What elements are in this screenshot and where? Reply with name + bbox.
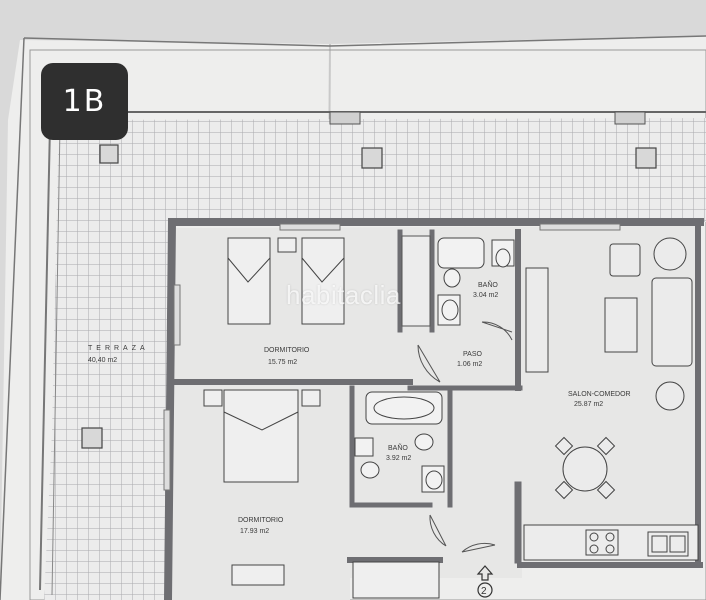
- planter: [81, 427, 103, 449]
- facade-column: [329, 111, 361, 125]
- bath-1-area: 3.04 m2: [473, 292, 498, 299]
- bath-2-fixtures: [354, 391, 445, 493]
- bedroom-2-area: 17.93 m2: [240, 528, 269, 535]
- entrance-marker: 2: [476, 565, 494, 598]
- frame-top: [23, 35, 706, 47]
- terrace-rail-left-inner: [51, 124, 61, 596]
- bedroom-1-name: DORMITORIO: [264, 347, 310, 354]
- facade-column: [614, 111, 646, 125]
- frame-left: [0, 37, 25, 600]
- up-arrow-icon: [476, 565, 494, 581]
- frame-inner: [29, 49, 706, 600]
- walls: [163, 217, 704, 600]
- living-name: SALON-COMEDOR: [568, 391, 631, 398]
- terrace-rail-left: [39, 124, 51, 591]
- room-labels: TERRAZA 40,40 m2 DORMITORIO 15.75 m2 BAÑ…: [88, 280, 631, 535]
- planter: [99, 144, 119, 164]
- wardrobe: [401, 235, 431, 327]
- watermark: habitaclia: [286, 280, 401, 310]
- doors: [417, 321, 513, 553]
- bath-2-area: 3.92 m2: [386, 455, 411, 462]
- bedroom-2-name: DORMITORIO: [238, 517, 284, 524]
- hall-area: 1.06 m2: [457, 361, 482, 368]
- entrance-number: 2: [481, 586, 487, 597]
- hall-name: PASO: [463, 351, 482, 358]
- terrace-name: TERRAZA: [88, 345, 149, 352]
- living-area: 25.87 m2: [574, 401, 603, 408]
- bath-1-fixtures: [437, 237, 515, 326]
- bedroom-1-area: 15.75 m2: [268, 359, 297, 366]
- kitchen-counter: [523, 524, 699, 561]
- living-furniture: [525, 237, 693, 500]
- entrance-circle: [477, 582, 493, 598]
- unit-badge: 1B: [41, 63, 128, 140]
- bath-2-name: BAÑO: [388, 443, 408, 452]
- windows: [163, 223, 621, 491]
- planter: [361, 147, 383, 169]
- terrace-area: 40,40 m2: [88, 357, 117, 364]
- bed-1: [227, 237, 345, 325]
- planter: [635, 147, 657, 169]
- bed-2: [203, 389, 440, 599]
- bath-1-name: BAÑO: [478, 280, 498, 289]
